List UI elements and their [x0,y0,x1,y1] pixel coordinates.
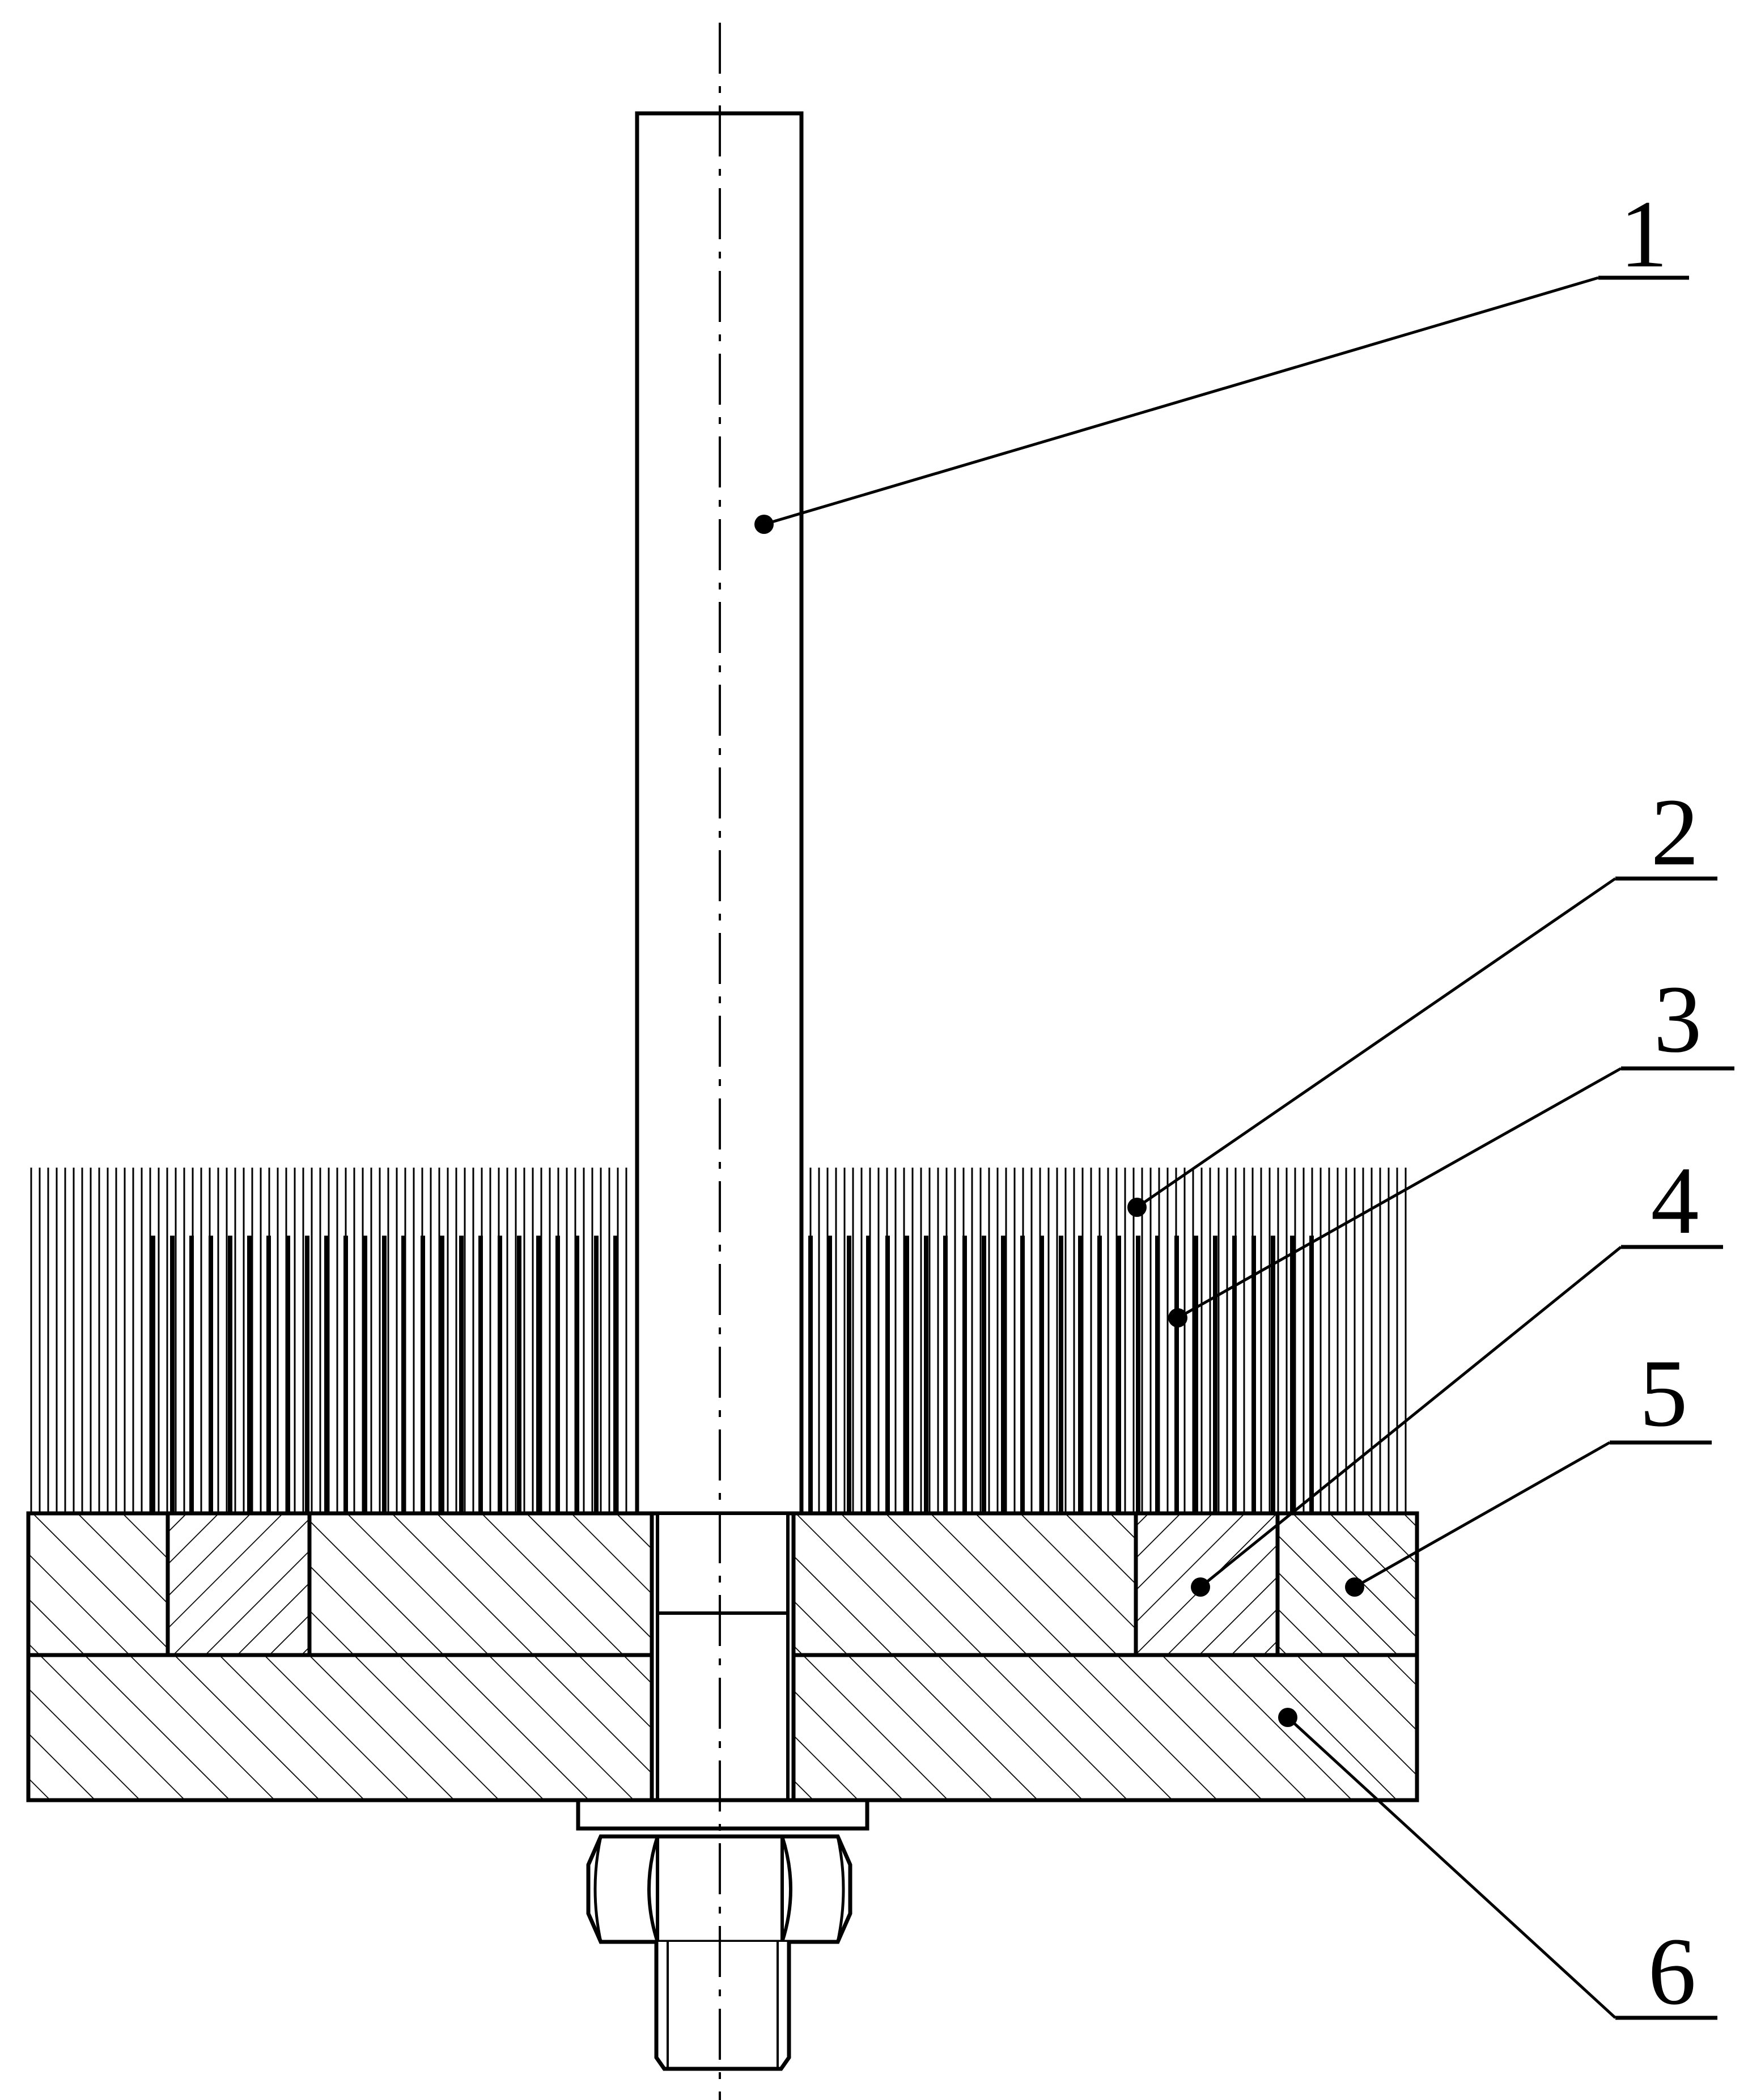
callout-label-6: 6 [1648,1918,1696,2025]
inner-bristles [151,1236,1314,1513]
threaded-end [654,1942,791,2071]
callout-label-2: 2 [1651,779,1699,885]
callout-label-5: 5 [1640,1340,1688,1446]
callout-1: 1 [754,181,1689,534]
left-ring-inserts [166,1511,312,1657]
callout-3: 3 [1168,966,1734,1327]
callout-2: 2 [1127,779,1717,1217]
callout-4: 4 [1191,1147,1723,1597]
callout-label-3: 3 [1654,966,1702,1072]
callout-6: 6 [1278,1708,1717,2025]
callout-label-4: 4 [1651,1147,1699,1254]
callout-label-1: 1 [1620,181,1668,287]
washer [576,1798,869,1831]
outer-bristles [30,1168,1407,1513]
callout-5: 5 [1345,1340,1712,1597]
